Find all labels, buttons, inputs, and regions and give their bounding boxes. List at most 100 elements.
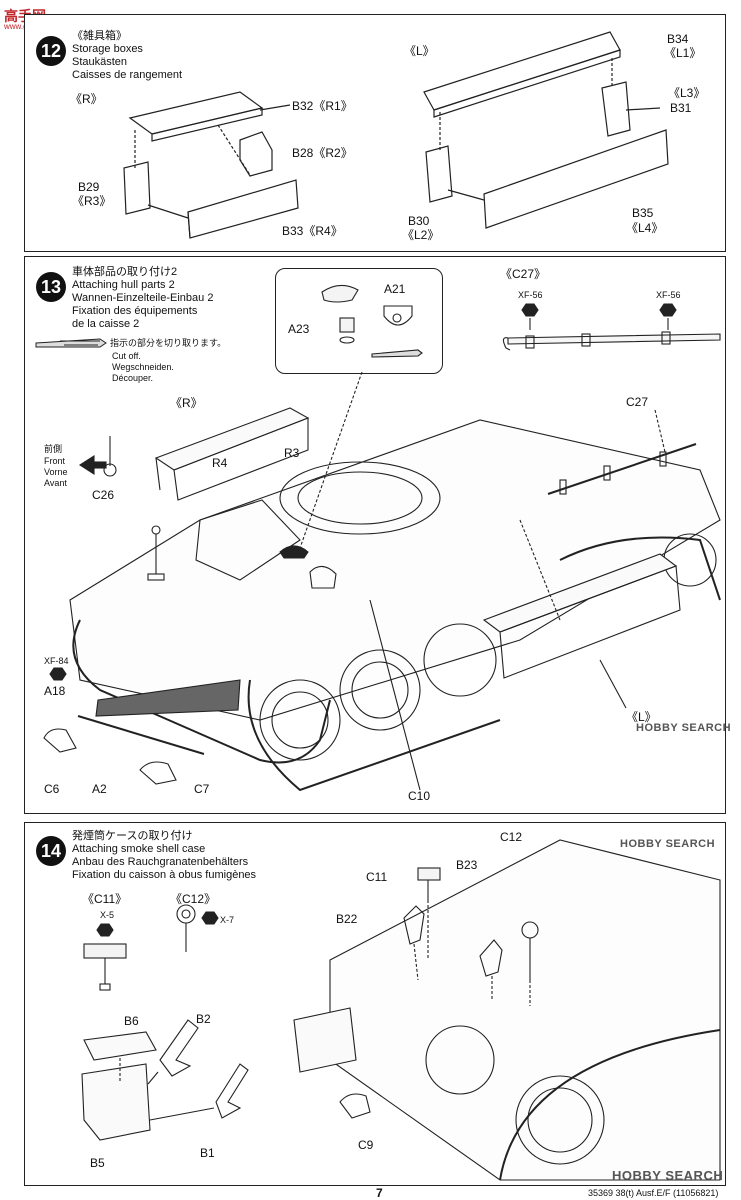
part-b35-label: B35: [632, 206, 654, 220]
step-12-title-jp: 《雑具箱》: [72, 30, 127, 42]
step-14-number: 14: [36, 836, 66, 866]
step-13-title-fr2: de la caisse 2: [72, 318, 140, 330]
step-13-title-fr1: Fixation des équipements: [72, 305, 198, 317]
part-c11: [417, 867, 441, 881]
part-b23: [479, 939, 503, 977]
xf56-right-label: XF-56: [656, 290, 681, 300]
step-13-title-jp: 車体部品の取り付け2: [72, 266, 178, 278]
storage-box-body-l4: [483, 129, 669, 229]
cut-off-en: Cut off.: [112, 351, 141, 361]
step-12-title-de: Staukästen: [72, 56, 128, 68]
front-en: Front: [44, 456, 66, 466]
c26-label: C26: [92, 488, 115, 502]
b5-label: B5: [90, 1156, 105, 1170]
watermark-hobby-search-3: HOBBY SEARCH: [612, 1168, 724, 1183]
b6-label: B6: [124, 1014, 139, 1028]
step-13-right-label: 《R》: [170, 396, 203, 410]
part-b1: [215, 1063, 249, 1119]
front-jp: 前側: [44, 444, 63, 454]
part-b33-label: B33《R4》: [282, 224, 343, 238]
c11-label: C11: [366, 870, 388, 884]
part-b29-label: B29: [78, 180, 100, 194]
front-de: Vorne: [44, 467, 68, 477]
part-c9: [339, 1093, 371, 1119]
c7-label: C7: [194, 782, 210, 796]
a2-label: A2: [92, 782, 107, 796]
part-a21-detail: [383, 305, 413, 326]
x7-label: X-7: [220, 915, 235, 925]
step-12-title-fr: Caisses de rangement: [72, 69, 183, 81]
smoke-box-assembly: [293, 1007, 357, 1073]
part-b31-label: B31: [670, 101, 692, 115]
c9-label: C9: [358, 1138, 374, 1152]
step-12-title-en: Storage boxes: [72, 43, 143, 55]
b23-label: B23: [456, 858, 478, 872]
part-r3-label: 《R3》: [72, 194, 112, 208]
inset-a21-label: A21: [384, 282, 406, 296]
part-b6: [83, 1031, 157, 1061]
part-l1-label: 《L1》: [664, 46, 702, 60]
part-l2-label: 《L2》: [402, 228, 440, 242]
part-b5: [81, 1063, 151, 1141]
part-l3-label: 《L3》: [668, 86, 706, 100]
step-13-title: 車体部品の取り付け2 Attaching hull parts 2 Wannen…: [72, 266, 213, 331]
watermark-hobby-search-2: HOBBY SEARCH: [620, 838, 716, 850]
part-a21: [321, 284, 359, 303]
c27-sub-label: 《C27》: [500, 267, 547, 281]
cut-off-de: Wegschneiden.: [112, 362, 174, 372]
part-c12-sub: [176, 904, 196, 924]
kit-code: 35369 38(t) Ausf.E/F (11056821): [588, 1188, 719, 1198]
c11-sub-label: 《C11》: [82, 892, 128, 906]
c27-label: C27: [626, 395, 649, 409]
part-b34-label: B34: [667, 32, 689, 46]
page-number: 7: [376, 1186, 383, 1200]
xf56-left-label: XF-56: [518, 290, 543, 300]
step-13-left-label: 《L》: [626, 710, 657, 724]
step-14-title-jp: 発煙筒ケースの取り付け: [72, 830, 193, 842]
b22-label: B22: [336, 912, 358, 926]
b1-label: B1: [200, 1146, 215, 1160]
cut-off-fr: Découper.: [112, 373, 154, 383]
c10-label: C10: [408, 789, 431, 803]
r3-mark: R3: [284, 446, 300, 460]
part-b30-label: B30: [408, 214, 430, 228]
a18-label: A18: [44, 684, 66, 698]
cut-off-jp: 指示の部分を切り取ります。: [110, 338, 227, 348]
step-13-title-de: Wannen-Einzelteile-Einbau 2: [72, 292, 214, 304]
part-c11-sub: [83, 943, 127, 959]
step-12-number: 12: [36, 36, 66, 66]
part-l4-label: 《L4》: [626, 221, 664, 235]
part-b2: [159, 1019, 199, 1077]
storage-box-end-l3: [601, 81, 631, 137]
b2-label: B2: [196, 1012, 211, 1026]
step-12-left-label: 《L》: [404, 44, 435, 58]
part-b22: [403, 905, 425, 945]
step-13-title-en: Attaching hull parts 2: [72, 279, 175, 291]
part-c27: [507, 333, 721, 345]
c12-label: C12: [500, 830, 523, 844]
watermark-hobby-search-1: HOBBY SEARCH: [636, 722, 732, 734]
step-14-title-fr: Fixation du caisson à obus fumigènes: [72, 869, 257, 881]
step-13-number: 13: [36, 272, 66, 302]
part-b28-label: B28《R2》: [292, 146, 353, 160]
c6-label: C6: [44, 782, 60, 796]
part-a23: [339, 317, 355, 333]
part-b32-label: B32《R1》: [292, 99, 353, 113]
storage-box-end-l2: [425, 145, 453, 203]
x5-label: X-5: [100, 910, 115, 920]
step-14-title: 発煙筒ケースの取り付け Attaching smoke shell case A…: [72, 830, 256, 882]
front-fr: Avant: [44, 478, 67, 488]
inset-a23-label: A23: [288, 322, 310, 336]
storage-box-end-r3: [123, 161, 151, 215]
c12-sub-label: 《C12》: [170, 892, 217, 906]
step-14-title-en: Attaching smoke shell case: [72, 843, 206, 855]
step-12-title: 《雑具箱》 Storage boxes Staukästen Caisses d…: [72, 30, 182, 82]
xf84-label: XF-84: [44, 656, 69, 666]
step-12-right-label: 《R》: [70, 92, 103, 106]
